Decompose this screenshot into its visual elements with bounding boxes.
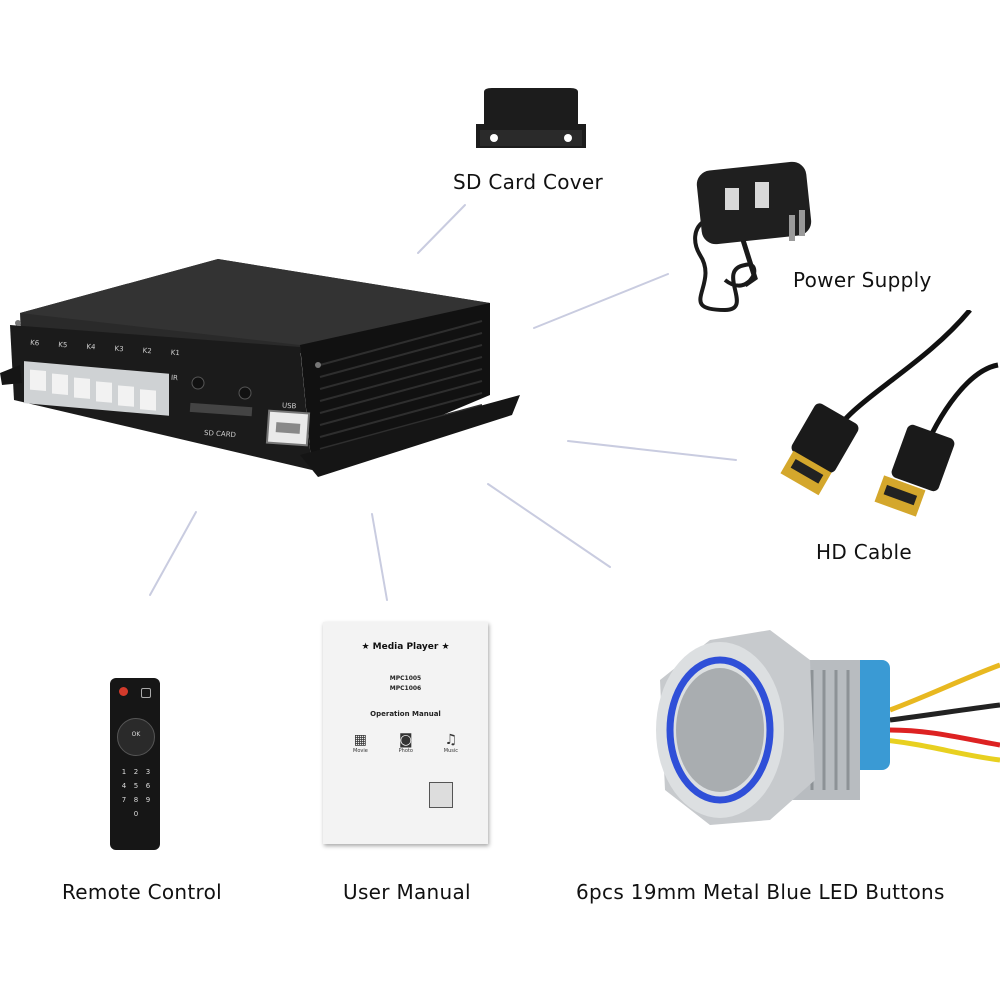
caption-led-buttons: 6pcs 19mm Metal Blue LED Buttons: [576, 880, 945, 904]
music-icon: ♫Music: [443, 732, 458, 754]
key-label-k2: K2: [142, 346, 152, 356]
hd-cable-image: [780, 310, 999, 517]
line-remote: [149, 511, 197, 596]
line-cable: [567, 440, 737, 461]
key-label-k1: K1: [170, 348, 181, 358]
remote-key: 7: [121, 796, 127, 804]
remote-key: 9: [145, 796, 151, 804]
power-icon: [119, 687, 128, 696]
line-buttons: [487, 483, 611, 568]
manual-models: MPC1005 MPC1006: [323, 674, 488, 694]
remote-key: 2: [133, 768, 139, 776]
led-button-image: [656, 630, 1000, 825]
line-sd-cover: [417, 204, 466, 254]
remote-key: 6: [145, 782, 151, 790]
manual-model: MPC1005: [389, 675, 422, 682]
caption-hd-cable: HD Cable: [816, 540, 912, 564]
player-ir-label: IR: [170, 373, 179, 383]
remote-key: 3: [145, 768, 151, 776]
mute-icon: [141, 688, 151, 698]
ok-label: OK: [131, 731, 141, 738]
remote-control-image: OK 1 2 3 4 5 6 7 8 9 0: [110, 678, 160, 850]
photo-icon: ◙Photo: [398, 732, 413, 754]
manual-model: MPC1006: [389, 685, 422, 692]
manual-title: ★ Media Player ★: [361, 642, 450, 652]
caption-remote-control: Remote Control: [62, 880, 223, 904]
remote-key: 5: [133, 782, 139, 790]
manual-title-text: Media Player: [372, 642, 439, 652]
caption-power-supply: Power Supply: [793, 268, 932, 292]
caption-user-manual: User Manual: [343, 880, 471, 904]
dpad: OK: [117, 718, 155, 756]
remote-key: 1: [121, 768, 127, 776]
key-label-k5: K5: [58, 340, 68, 350]
remote-keypad: 1 2 3 4 5 6 7 8 9 0: [118, 768, 154, 818]
caption-sd-card-cover: SD Card Cover: [453, 170, 604, 194]
media-player-image: [0, 259, 520, 477]
user-manual-image: ★ Media Player ★ MPC1005 MPC1006 Operati…: [323, 622, 488, 844]
remote-key: 4: [121, 782, 127, 790]
key-label-k6: K6: [29, 338, 40, 348]
key-label-k3: K3: [114, 344, 124, 354]
remote-key: 0: [133, 810, 139, 818]
manual-subtitle: Operation Manual: [370, 710, 441, 718]
key-label-k4: K4: [86, 342, 96, 352]
movie-icon: ▦Movie: [353, 732, 368, 754]
player-usb-label: USB: [281, 401, 297, 411]
line-power: [533, 273, 669, 329]
sd-card-cover-image: [476, 88, 586, 148]
power-supply-image: [693, 161, 812, 313]
manual-logo: [429, 782, 453, 808]
remote-key: 8: [133, 796, 139, 804]
line-manual: [371, 513, 388, 601]
manual-icons: ▦Movie ◙Photo ♫Music: [353, 732, 458, 754]
